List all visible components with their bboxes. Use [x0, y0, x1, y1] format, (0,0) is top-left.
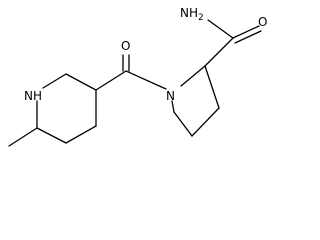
atom-label-pyrrolidine-n: N — [166, 89, 175, 103]
molecule-structure: NH2 O O N NH — [8, 6, 267, 147]
bond-nh-c2 — [42, 73, 67, 89]
bond-amide-o-a — [232, 25, 260, 39]
atom-label-nh2: NH2 — [180, 6, 204, 23]
atom-label-amide-o: O — [258, 15, 267, 29]
bond-amide-nh2 — [207, 19, 234, 39]
bond-group — [8, 19, 262, 147]
bond-c5-c6 — [36, 127, 67, 144]
bond-c3-carbonyl — [95, 70, 127, 91]
bond-c5p-n — [171, 100, 175, 113]
bond-c2p-amide — [204, 37, 234, 67]
bond-amide-o-b — [234, 30, 262, 44]
bond-c2-c3 — [65, 73, 97, 91]
bond-c3p-c4p — [191, 107, 220, 137]
atom-label-group: NH2 O O N NH — [24, 6, 267, 103]
bond-carbonyl-n — [125, 70, 167, 90]
bond-methyl-c6 — [8, 127, 38, 147]
bond-c2p-c3p — [204, 65, 220, 109]
atom-label-ketone-o: O — [121, 39, 130, 53]
bond-c4p-c5p — [173, 111, 193, 137]
atom-label-piperidine-nh: NH — [24, 89, 42, 103]
bond-c4-c5 — [65, 125, 97, 144]
bond-n-c2p — [180, 65, 206, 87]
